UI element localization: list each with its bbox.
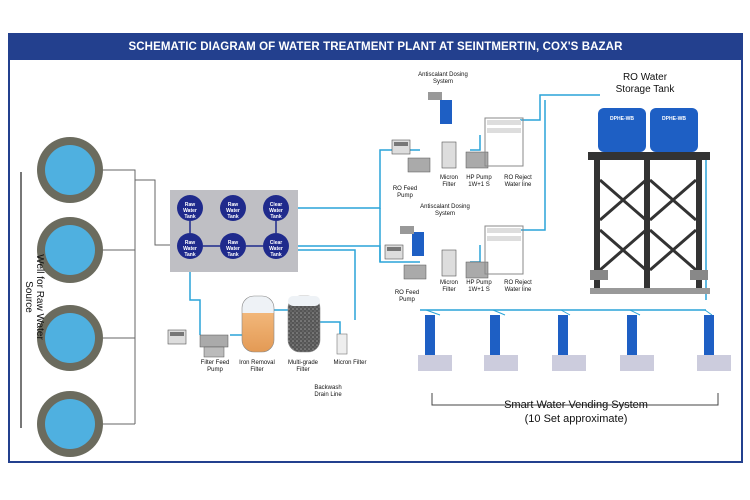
kiosk-5: [697, 315, 731, 371]
label-micron-filter-1: Micron Filter: [439, 175, 458, 188]
filter-feed-pump: [167, 329, 229, 358]
kiosk-1: [418, 315, 452, 371]
label-micron-filter-2: Micron Filter: [439, 280, 458, 293]
vending-subtitle: (10 Set approximate): [524, 413, 628, 425]
well-label: Well for Raw Water Source: [23, 254, 45, 340]
tank-label-r1-1: Raw Water Tank: [183, 202, 197, 220]
kiosk-2: [484, 315, 518, 371]
multi-grade-filter: [287, 295, 321, 353]
tank-text-1: DPHE-WB: [610, 116, 634, 122]
tank-circles: [177, 195, 289, 259]
ro-train-2: [384, 225, 524, 280]
label-ro-storage: RO Water Storage Tank: [615, 72, 675, 95]
tank-label-r2-3: Clear Water Tank: [269, 240, 283, 258]
iron-removal-filter: [241, 295, 275, 353]
label-antiscalant-1: Antiscalant Dosing System: [418, 72, 468, 85]
label-ro-reject-1: RO Reject Water line: [504, 175, 532, 188]
ro-storage-tower: [588, 108, 710, 294]
label-multi-grade: Multi-grade Filter: [287, 360, 318, 373]
well-4: [37, 391, 103, 457]
tank-text-2: DPHE-WB: [662, 116, 686, 122]
vending-bracket: [431, 393, 719, 406]
micron-filter-bottom: [336, 333, 348, 355]
well-2: [37, 217, 103, 283]
label-ro-feed-pump-2: RO Feed Pump: [394, 290, 420, 303]
wells-group: [20, 137, 103, 457]
kiosk-3: [552, 315, 586, 371]
tank-label-r1-2: Raw Water Tank: [226, 202, 240, 220]
tank-label-r2-2: Raw Water Tank: [226, 240, 240, 258]
tank-label-r2-1: Raw Water Tank: [183, 240, 197, 258]
label-backwash: Backwash Drain Line: [314, 385, 342, 398]
well-1: [37, 137, 103, 203]
ro-train-1: [391, 92, 524, 173]
label-micron-filter-bottom: Micron Filter: [333, 360, 367, 366]
vending-title: Smart Water Vending System: [504, 399, 648, 411]
label-hp-pump-2: HP Pump 1W+1 S: [466, 280, 492, 293]
well-3: [37, 305, 103, 371]
diagram-title: SCHEMATIC DIAGRAM OF WATER TREATMENT PLA…: [8, 33, 743, 60]
tank-label-r1-3: Clear Water Tank: [269, 202, 283, 220]
label-iron-removal: Iron Removal Filter: [239, 360, 275, 373]
label-antiscalant-2: Antiscalant Dosing System: [420, 204, 470, 217]
label-ro-feed-pump-1: RO Feed Pump: [392, 186, 418, 199]
label-hp-pump-1: HP Pump 1W+1 S: [466, 175, 492, 188]
well-pipes: [103, 169, 172, 425]
label-filter-feed-pump: Filter Feed Pump: [200, 360, 230, 373]
kiosk-4: [620, 315, 654, 371]
vending-kiosks: [418, 315, 731, 371]
label-ro-reject-2: RO Reject Water line: [504, 280, 532, 293]
